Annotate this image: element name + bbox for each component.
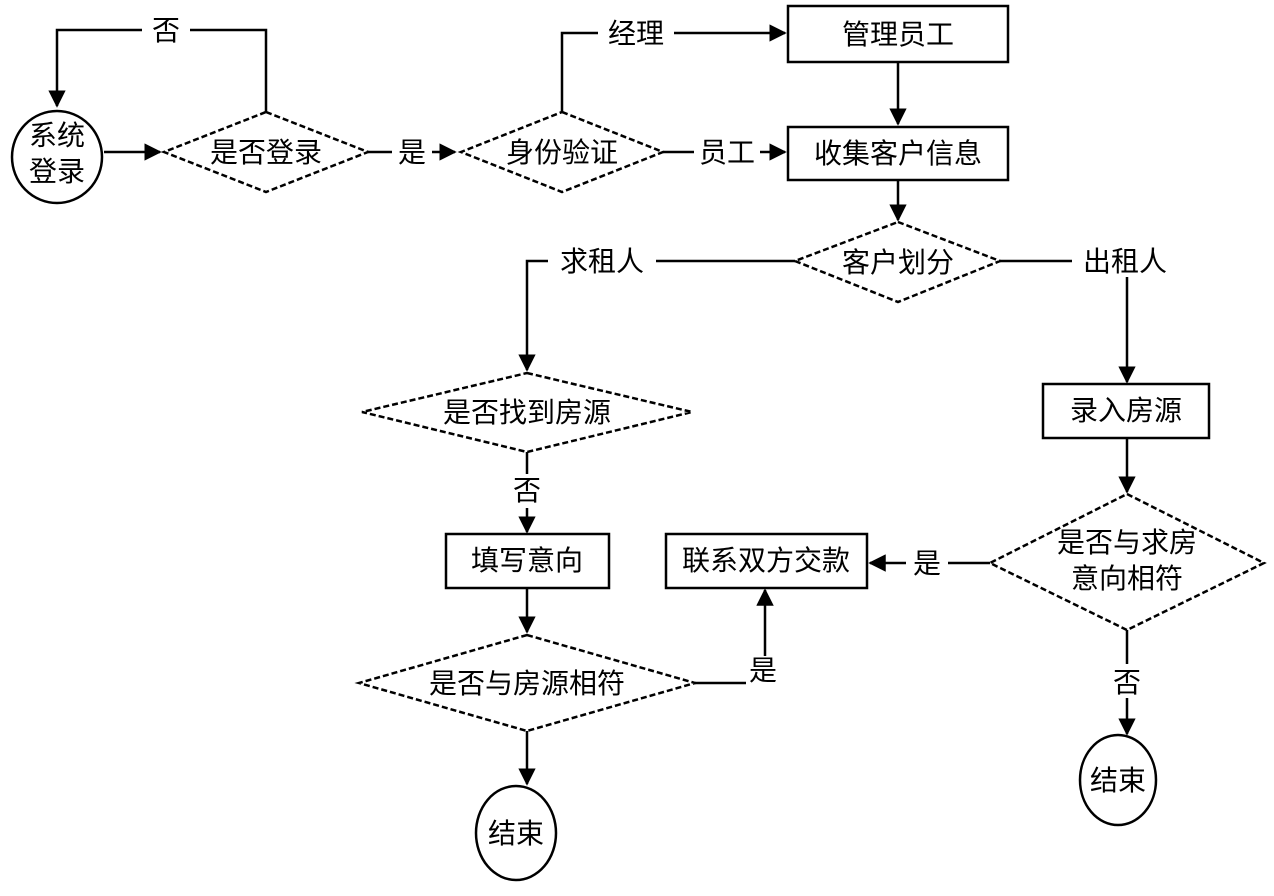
node-collect-info: 收集客户信息 <box>786 125 1010 182</box>
node-contact-parties-label: 联系双方交款 <box>682 544 850 577</box>
node-found-listing-label: 是否找到房源 <box>443 396 611 429</box>
node-identity-check: 身份验证 <box>457 110 667 194</box>
node-collect-info-label: 收集客户信息 <box>814 137 982 170</box>
node-contact-parties: 联系双方交款 <box>664 532 869 590</box>
node-classify-customer: 客户划分 <box>791 220 1004 304</box>
node-end-right-label: 结束 <box>1090 764 1146 797</box>
label-tenant: 求租人 <box>560 245 644 278</box>
label-manager: 经理 <box>608 17 664 50</box>
edge-classify-tenant <box>518 259 795 372</box>
label-staff: 员工 <box>699 136 755 169</box>
label-match-intent-no: 否 <box>1113 666 1141 699</box>
node-end-left: 结束 <box>474 784 558 882</box>
node-enter-listing-label: 录入房源 <box>1070 394 1182 427</box>
node-start: 系统 登录 <box>10 109 104 205</box>
node-match-listing-label: 是否与房源相符 <box>429 667 625 700</box>
label-match-intent-yes: 是 <box>913 547 941 580</box>
node-start-line2: 登录 <box>29 155 85 188</box>
node-match-intent-line1: 是否与求房 <box>1057 526 1197 559</box>
node-end-left-label: 结束 <box>488 817 544 850</box>
edge-labels: 否 是 经理 员工 求租人 出租人 否 是 是 否 <box>142 14 1178 699</box>
label-login-yes: 是 <box>398 136 426 169</box>
node-classify-customer-label: 客户划分 <box>842 246 954 279</box>
node-manage-staff-label: 管理员工 <box>842 18 954 51</box>
node-is-logged-in: 是否登录 <box>160 110 372 194</box>
edge-identity-manager <box>560 24 787 112</box>
label-login-no: 否 <box>152 14 180 47</box>
node-enter-listing: 录入房源 <box>1041 382 1211 440</box>
label-found-no: 否 <box>513 474 541 507</box>
node-identity-check-label: 身份验证 <box>506 136 618 169</box>
node-match-listing: 是否与房源相符 <box>354 633 700 733</box>
node-match-intent: 是否与求房 意向相符 <box>987 492 1267 632</box>
node-found-listing: 是否找到房源 <box>361 371 693 454</box>
node-is-logged-in-label: 是否登录 <box>210 136 322 169</box>
node-fill-intent-label: 填写意向 <box>471 544 583 577</box>
label-landlord: 出租人 <box>1083 245 1167 278</box>
node-start-line1: 系统 <box>29 119 85 152</box>
label-match-yes: 是 <box>749 654 777 687</box>
node-fill-intent: 填写意向 <box>444 532 611 590</box>
node-manage-staff: 管理员工 <box>786 4 1010 64</box>
node-match-intent-line2: 意向相符 <box>1071 562 1183 595</box>
edge-classify-landlord <box>1000 259 1136 384</box>
node-end-right: 结束 <box>1078 733 1158 827</box>
